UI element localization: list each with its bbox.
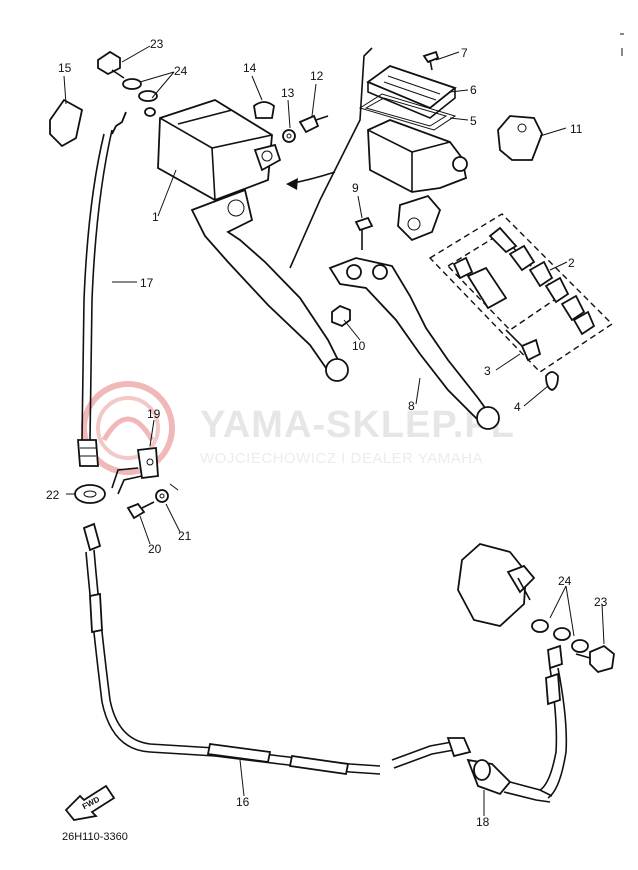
- bracket-leader: [169, 483, 179, 491]
- master-cylinder-body-right: [367, 119, 468, 242]
- callout-6: 6: [470, 83, 477, 97]
- brake-hose-upper: [77, 111, 127, 467]
- small-washer-13: [282, 129, 296, 143]
- callout-21: 21: [178, 529, 192, 543]
- callout-13: 13: [281, 86, 295, 100]
- brake-hose-lower: [82, 522, 455, 776]
- watermark: YAMA-SKLEP.PL WOJCIECHOWICZ I DEALER YAM…: [81, 381, 515, 475]
- piston-kit: [428, 213, 614, 373]
- callout-labels: 1 2 3 4 5 6 7 8 9 10 11 12 13 14 15 16 1…: [46, 37, 608, 829]
- diagram-reference: 26H110-3360: [62, 831, 128, 843]
- pivot-bolt: [354, 216, 374, 250]
- callout-18: 18: [476, 815, 490, 829]
- lever-boot: [545, 371, 559, 391]
- grommet: [74, 484, 106, 504]
- callout-3: 3: [484, 364, 491, 378]
- callout-24-bottom: 24: [558, 574, 572, 588]
- callout-14: 14: [243, 61, 257, 75]
- callout-19: 19: [147, 407, 161, 421]
- nut-21: [155, 489, 169, 503]
- callout-20: 20: [148, 542, 162, 556]
- union-bolt-top: [97, 50, 125, 79]
- reservoir-cap-screw: [422, 50, 440, 71]
- callout-16: 16: [236, 795, 250, 809]
- callout-8: 8: [408, 399, 415, 413]
- brake-switch-cap: [49, 98, 84, 148]
- diaphragm-plate: [358, 93, 457, 131]
- callout-1: 1: [152, 210, 159, 224]
- copper-washers-bottom: [531, 619, 589, 653]
- lever-pivot-nut: [331, 304, 351, 328]
- callout-12: 12: [310, 69, 324, 83]
- callout-17: 17: [140, 276, 154, 290]
- master-cylinder-body-left: [157, 99, 282, 201]
- callout-15: 15: [58, 61, 72, 75]
- brake-lever-left: [190, 188, 349, 382]
- watermark-logo: [81, 381, 175, 475]
- lever-cover: [497, 115, 543, 161]
- callout-2: 2: [568, 256, 575, 270]
- copper-washers-top: [122, 78, 158, 117]
- callout-10: 10: [352, 339, 366, 353]
- watermark-title: YAMA-SKLEP.PL: [200, 404, 515, 446]
- brake-hose-caliper: [539, 644, 568, 799]
- exploded-view-divider: [286, 47, 373, 269]
- callout-23-bottom: 23: [594, 595, 608, 609]
- reservoir-plug: [253, 101, 275, 119]
- hose-bracket: [111, 447, 159, 495]
- brake-lever-right: [328, 257, 500, 430]
- push-rod: [505, 329, 542, 362]
- callout-5: 5: [470, 114, 477, 128]
- union-bolt-bottom: [575, 644, 615, 674]
- callout-9: 9: [352, 181, 359, 195]
- callout-11: 11: [570, 122, 583, 136]
- callout-4: 4: [514, 400, 521, 414]
- callout-24-top: 24: [174, 64, 188, 78]
- reservoir-cap: [366, 64, 457, 119]
- hose-joint: [446, 737, 553, 803]
- callout-22: 22: [46, 488, 60, 502]
- bolt-20: [126, 501, 155, 520]
- caliper: [457, 543, 536, 627]
- forward-arrow: FWD: [64, 784, 116, 821]
- callout-23-top: 23: [150, 37, 164, 51]
- callout-7: 7: [461, 46, 468, 60]
- leader-lines: [63, 45, 605, 816]
- screw-12: [298, 114, 329, 134]
- watermark-subtitle: WOJCIECHOWICZ I DEALER YAMAHA: [200, 450, 483, 467]
